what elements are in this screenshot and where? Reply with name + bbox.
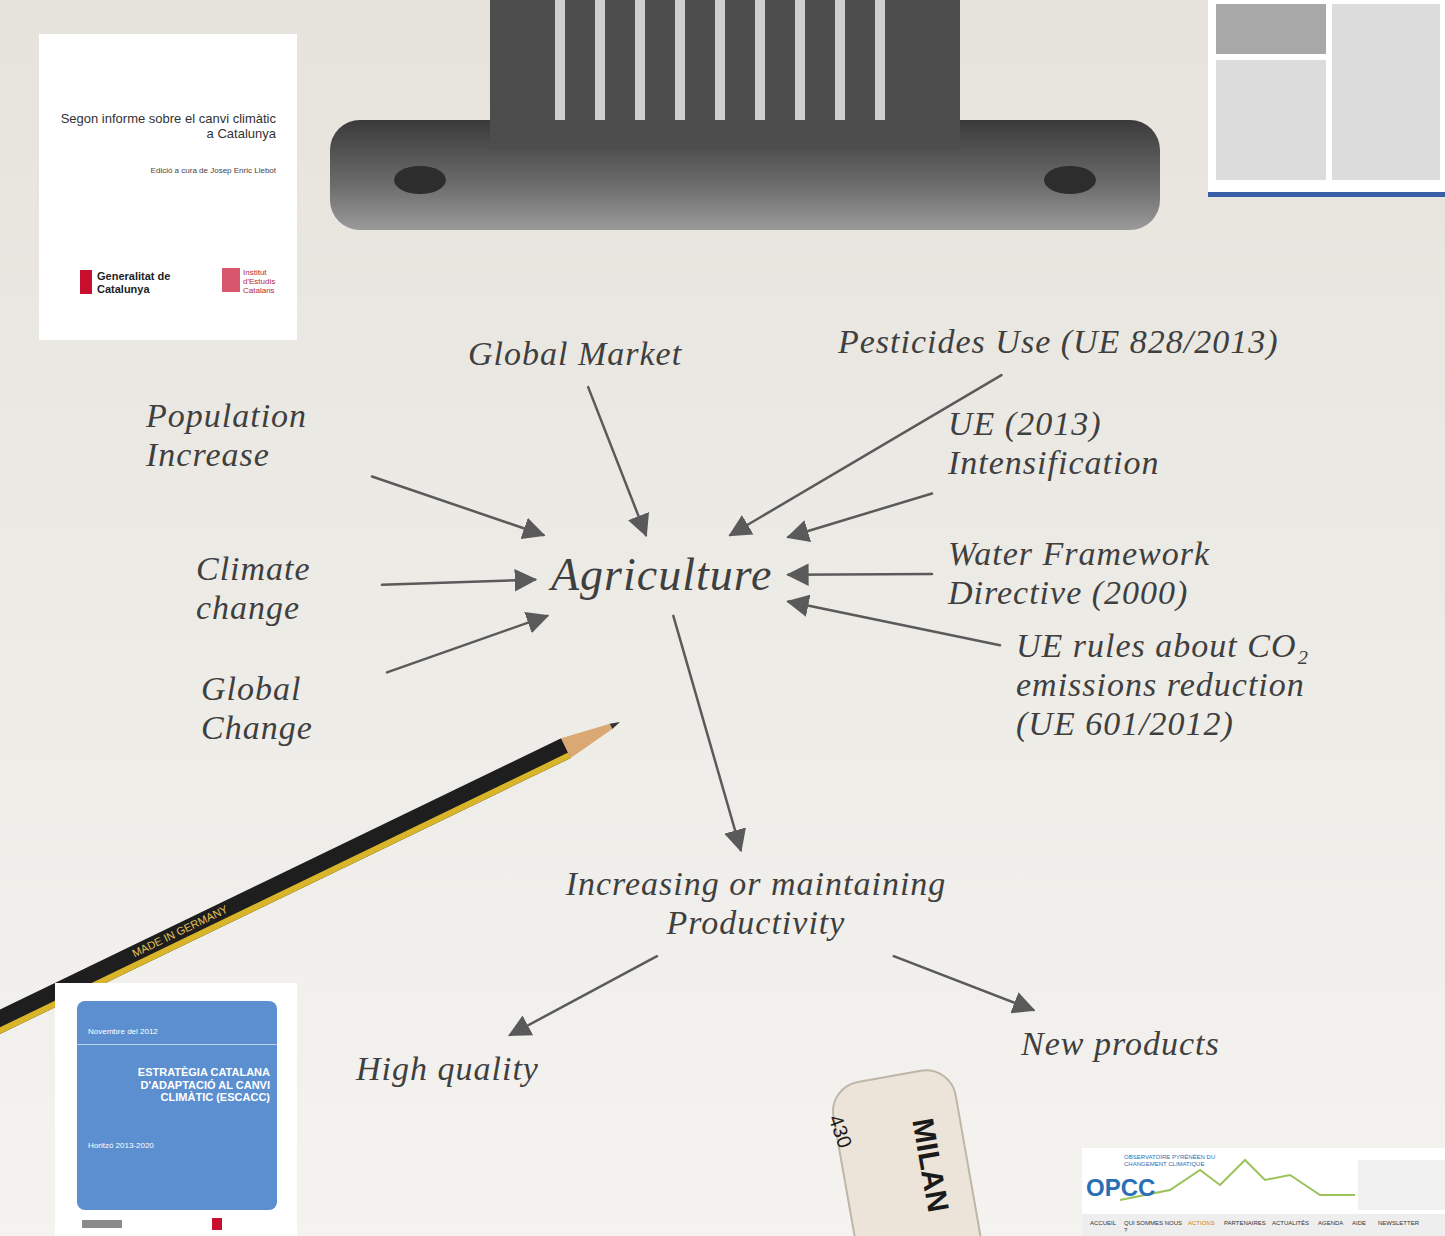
bottom-left-strategy-cover [55, 983, 297, 1236]
pencil-arrow [894, 956, 1034, 1010]
groove [755, 0, 765, 120]
logo-mark [222, 268, 240, 292]
handwritten-node: Pesticides Use (UE 828/2013) [832, 318, 1285, 365]
strategy-panel [77, 1001, 277, 1210]
nav-item: PARTENAIRES [1224, 1220, 1272, 1227]
eraser-brand: MILAN [903, 1103, 958, 1227]
handwritten-node: UE rules about CO₂ emissions reduction (… [1010, 622, 1372, 747]
clip-rivet [1044, 166, 1096, 194]
article-heading [1216, 4, 1326, 54]
handwritten-node: High quality [350, 1045, 545, 1092]
article-column [1216, 60, 1326, 180]
node-text: Water Framework Directive (2000) [948, 534, 1278, 612]
clip-body [490, 0, 960, 150]
eraser [828, 1066, 985, 1236]
pencil-arrow [788, 573, 932, 576]
handwritten-node: Climate change [190, 545, 372, 631]
nav-item: AIDE [1352, 1220, 1376, 1227]
clip-grooves [560, 0, 880, 120]
publisher-name: Institut d'Estudis Catalans [243, 268, 295, 296]
pencil-wood [561, 716, 616, 758]
report-horizon: Horitzó 2013-2020 [88, 1141, 268, 1150]
handwritten-node: Increasing or maintaining Productivity [470, 860, 1042, 946]
node-text: UE rules about CO₂ emissions reduction (… [1016, 626, 1366, 743]
node-text: High quality [356, 1049, 539, 1088]
logo-mark [212, 1218, 222, 1230]
handwritten-node: UE (2013) Intensification [942, 400, 1254, 486]
node-text: New products [1021, 1024, 1220, 1063]
nav-item: QUI SOMMES NOUS ? [1124, 1220, 1184, 1234]
pencil-lead [610, 719, 622, 729]
eraser-number: 430 [819, 1099, 861, 1163]
site-logo: OPCC [1086, 1174, 1166, 1202]
groove [635, 0, 645, 120]
handwritten-node: Global Change [195, 665, 377, 751]
nav-item: ACTUALITÉS [1272, 1220, 1318, 1227]
groove [835, 0, 845, 120]
groove [795, 0, 805, 120]
publisher-name: Generalitat de Catalunya [97, 270, 197, 295]
node-text: Global Change [201, 669, 371, 747]
handwritten-node: Agriculture [545, 545, 778, 606]
nav-item: ACTIONS [1188, 1220, 1224, 1227]
strategy-page [55, 983, 297, 1236]
node-text: Agriculture [551, 549, 772, 602]
groove [675, 0, 685, 120]
pencil-arrow [372, 476, 543, 535]
pencil-arrow [788, 493, 932, 537]
groove [595, 0, 605, 120]
report-title: Segon informe sobre el canvi climàtic a … [60, 112, 276, 142]
bottom-right-website [1082, 1148, 1445, 1236]
node-text: Population Increase [146, 396, 356, 474]
handwritten-node: Population Increase [140, 392, 362, 478]
node-text: UE (2013) Intensification [948, 404, 1248, 482]
groove [555, 0, 565, 120]
panel-rule [77, 1044, 277, 1045]
article-column [1332, 4, 1440, 180]
clip-rivet [394, 166, 446, 194]
report-editor: Edició a cura de Josep Enric Llebot [60, 166, 276, 175]
pencil-arrow [382, 580, 535, 585]
node-text: Global Market [468, 334, 682, 373]
pencil-arrow [673, 616, 740, 850]
report-date: Novembre del 2012 [88, 1027, 268, 1036]
login-panel [1358, 1160, 1445, 1210]
pencil-imprint: MADE IN GERMANY [87, 882, 273, 980]
groove [875, 0, 885, 120]
pencil-arrow [510, 956, 657, 1035]
site-name: OBSERVATOIRE PYRÉNÉEN DU CHANGEMENT CLIM… [1124, 1154, 1254, 1168]
report-title: ESTRATÈGIA CATALANA D'ADAPTACIÓ AL CANVI… [92, 1066, 270, 1104]
nav-item: AGENDA [1318, 1220, 1352, 1227]
article-page [1208, 0, 1445, 197]
top-left-report-cover [39, 34, 297, 340]
node-text: Pesticides Use (UE 828/2013) [838, 322, 1279, 361]
pencil-arrow [588, 387, 646, 535]
nav-item: NEWSLETTER [1378, 1220, 1428, 1227]
node-text: Increasing or maintaining Productivity [476, 864, 1036, 942]
logo-mark [82, 1220, 122, 1228]
eraser-body [828, 1066, 985, 1236]
handwritten-node: Water Framework Directive (2000) [942, 530, 1284, 616]
node-text: Climate change [196, 549, 366, 627]
handwritten-node: Global Market [462, 330, 688, 377]
website-shot [1082, 1148, 1445, 1236]
pencil-arrow [387, 616, 547, 673]
logo-mark [80, 270, 92, 294]
nav-bar [1082, 1214, 1445, 1236]
report-cover [39, 34, 297, 340]
top-right-article [1208, 0, 1445, 197]
groove [715, 0, 725, 120]
article-border [1208, 192, 1445, 197]
board-clip [330, 0, 1160, 230]
handwritten-node: New products [1015, 1020, 1226, 1067]
